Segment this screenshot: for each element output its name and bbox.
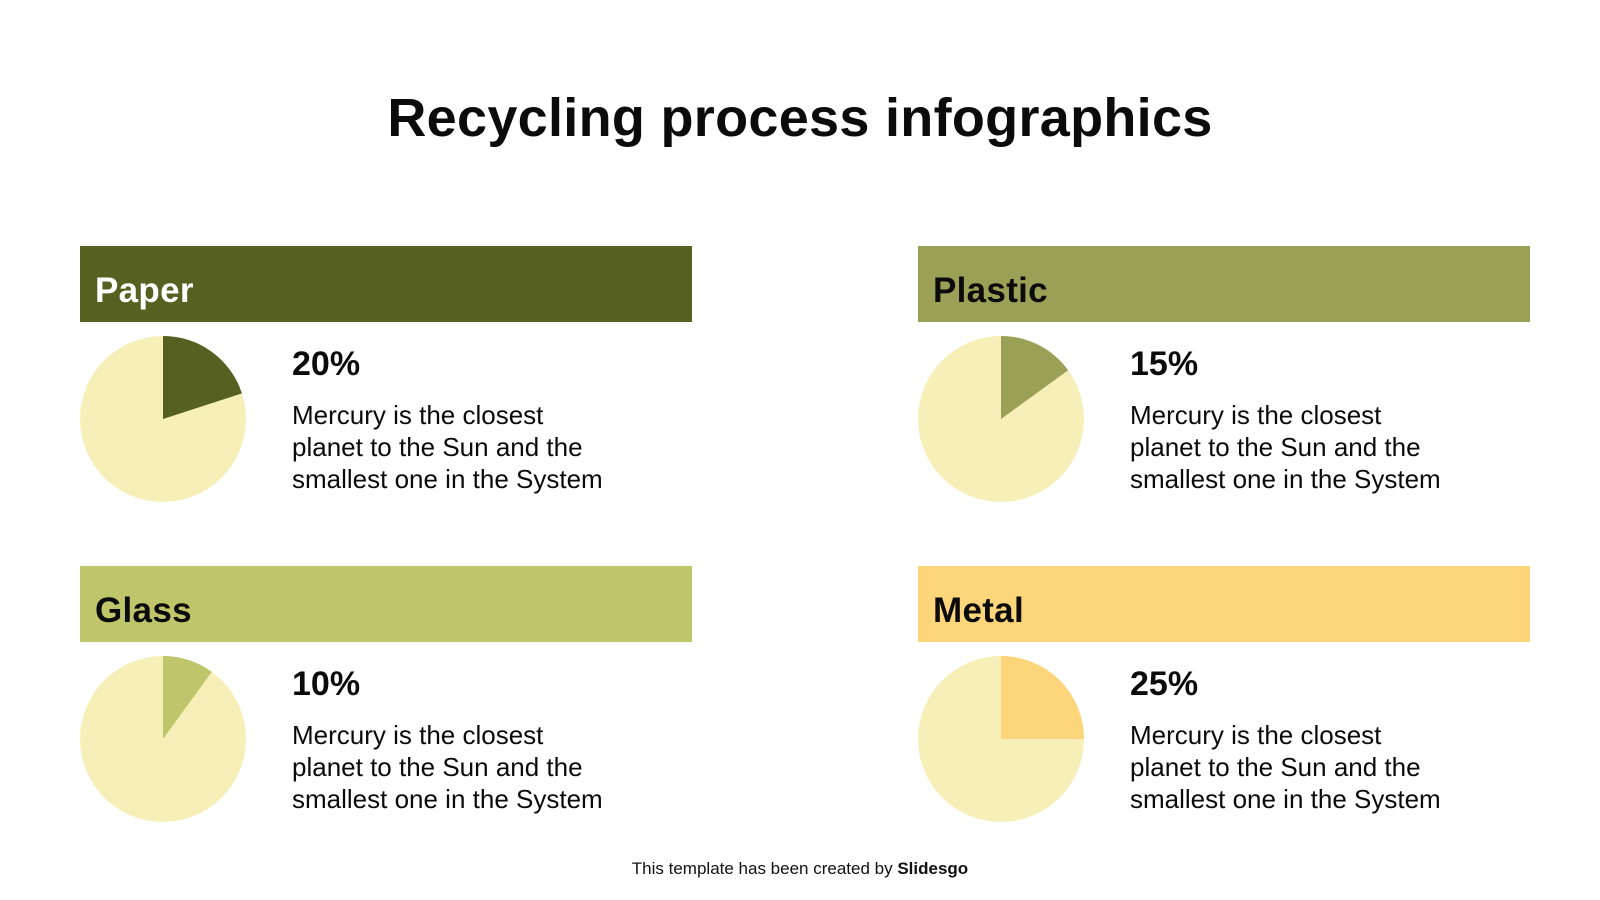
glass-panel: Glass 10% Mercury is the closest planet … [80, 566, 692, 856]
paper-pie-chart [80, 336, 246, 502]
metal-header-bar: Metal [918, 566, 1530, 642]
glass-pie-slice [163, 656, 212, 739]
plastic-description: Mercury is the closest planet to the Sun… [1130, 400, 1441, 494]
paper-header-bar: Paper [80, 246, 692, 322]
footer-brand: Slidesgo [897, 859, 969, 878]
metal-label: Metal [933, 591, 1024, 630]
paper-panel: Paper 20% Mercury is the closest planet … [80, 246, 692, 536]
glass-value: 10% [292, 665, 361, 703]
metal-panel: Metal 25% Mercury is the closest planet … [918, 566, 1530, 856]
slide-title: Recycling process infographics [387, 88, 1213, 148]
glass-header-bar: Glass [80, 566, 692, 642]
metal-pie-chart [918, 656, 1084, 822]
metal-value: 25% [1130, 665, 1199, 703]
metal-pie-slice [1001, 656, 1084, 739]
paper-value: 20% [292, 345, 361, 383]
plastic-label: Plastic [933, 271, 1048, 310]
glass-pie-chart [80, 656, 246, 822]
plastic-pie-slice [1001, 336, 1069, 419]
plastic-value: 15% [1130, 345, 1199, 383]
plastic-pie-chart [918, 336, 1084, 502]
paper-pie-slice [163, 336, 242, 419]
plastic-header-bar: Plastic [918, 246, 1530, 322]
plastic-panel: Plastic 15% Mercury is the closest plane… [918, 246, 1530, 536]
paper-label: Paper [95, 271, 194, 310]
paper-description: Mercury is the closest planet to the Sun… [292, 400, 603, 494]
metal-description: Mercury is the closest planet to the Sun… [1130, 720, 1441, 814]
footer-prefix: This template has been created by [631, 859, 893, 878]
footer-credit: This template has been created by Slides… [0, 858, 1600, 880]
glass-label: Glass [95, 591, 192, 630]
glass-description: Mercury is the closest planet to the Sun… [292, 720, 603, 814]
